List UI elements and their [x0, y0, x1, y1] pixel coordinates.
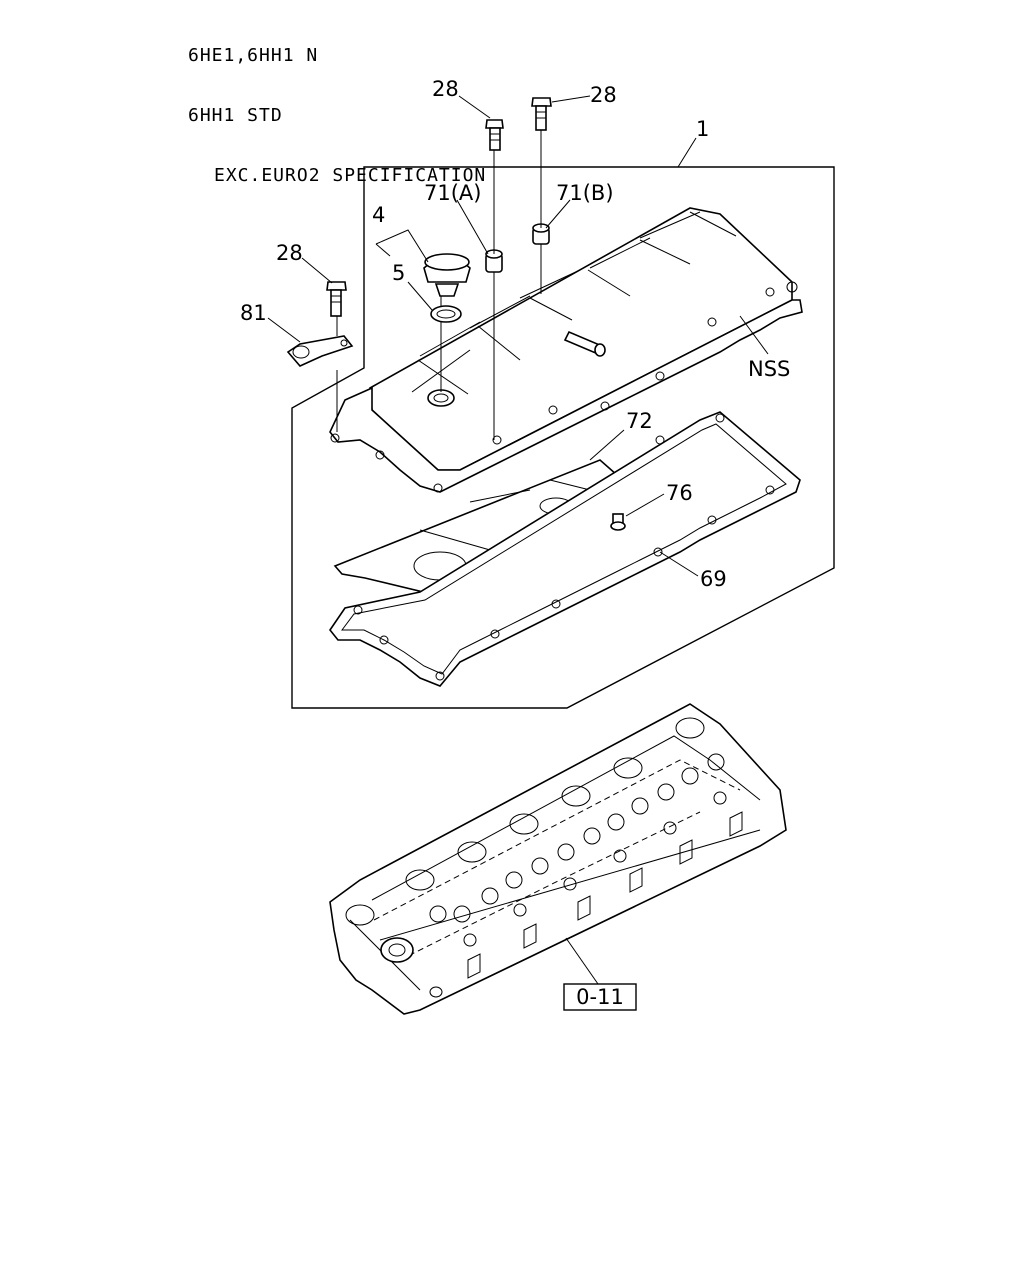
cylinder-head	[329, 703, 787, 1015]
callout-5[interactable]: 5	[392, 261, 405, 285]
callout-28-b[interactable]: 28	[590, 83, 617, 107]
callout-76[interactable]: 76	[666, 481, 693, 505]
bolt-76	[610, 513, 626, 531]
nut-71a	[485, 249, 503, 273]
clip-bracket	[286, 335, 354, 367]
assembly-boundary	[291, 166, 835, 709]
bolt-28-a	[485, 119, 504, 151]
o-ring	[430, 305, 462, 323]
bolt-28-b	[531, 97, 552, 131]
reference-label[interactable]: 0-11	[576, 985, 624, 1009]
callout-28-a[interactable]: 28	[432, 77, 459, 101]
model-line-1: 6HE1,6HH1 N	[188, 45, 319, 66]
callout-71b[interactable]: 71(B)	[556, 181, 614, 205]
callout-4[interactable]: 4	[372, 203, 385, 227]
callout-72[interactable]: 72	[626, 409, 653, 433]
callout-69[interactable]: 69	[700, 567, 727, 591]
oil-filler-cap	[423, 253, 471, 297]
specification-line: EXC.EURO2 SPECIFICATION	[214, 165, 487, 186]
callout-81[interactable]: 81	[240, 301, 267, 325]
diagram-header: 6HE1,6HH1 N 6HH1 STD EXC.EURO2 SPECIFICA…	[188, 6, 486, 206]
callout-28-c[interactable]: 28	[276, 241, 303, 265]
model-line-2: 6HH1 STD	[188, 105, 283, 126]
gasket	[329, 411, 801, 687]
bolt-28-c	[326, 281, 347, 317]
callout-nss[interactable]: NSS	[748, 357, 790, 381]
reference-box	[563, 983, 637, 1011]
head-cover	[329, 207, 803, 493]
callout-1[interactable]: 1	[696, 117, 709, 141]
callout-71a[interactable]: 71(A)	[424, 181, 481, 205]
